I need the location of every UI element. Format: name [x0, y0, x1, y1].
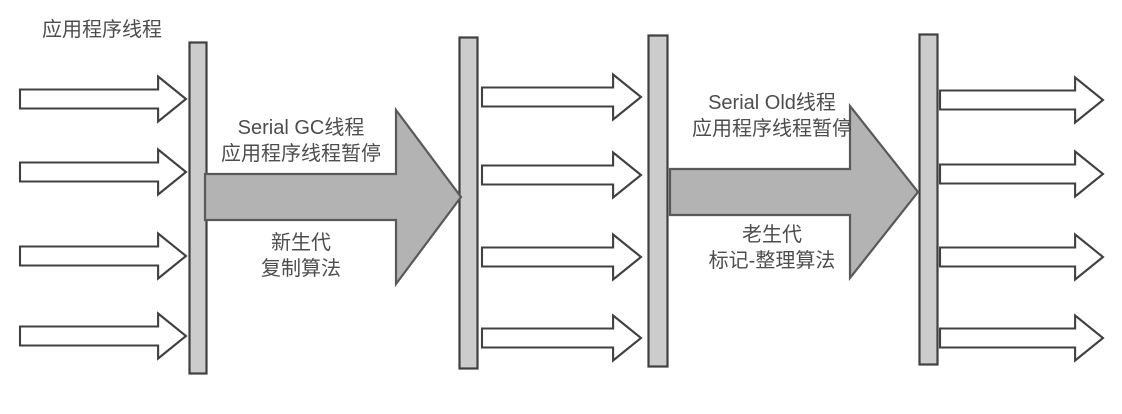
app-thread-arrow-middle-2	[480, 150, 643, 200]
app-thread-arrow-right-1	[938, 75, 1105, 125]
serial-young-gc-algo-line1: 新生代	[271, 232, 331, 254]
app-thread-arrow-middle-3	[480, 232, 643, 282]
app-thread-arrow-middle-4	[480, 313, 643, 363]
app-thread-arrow-left-2	[18, 147, 188, 197]
gc-arrows-group	[203, 102, 920, 288]
serial-old-gc-algo-line1: 老生代	[741, 224, 802, 246]
safepoint-bar-2	[458, 36, 479, 370]
app-thread-arrow-right-3	[938, 232, 1105, 282]
safepoint-bars-group	[188, 33, 939, 375]
serial-young-gc-phase-top-label: Serial GC线程 应用程序线程暂停	[221, 115, 381, 167]
app-thread-arrows-group	[18, 72, 1105, 363]
serial-young-gc-thread-line1: Serial GC线程	[237, 117, 365, 139]
serial-old-gc-thread-line2: 应用程序线程暂停	[692, 118, 852, 140]
serial-old-gc-phase-bottom-label: 老生代 标记-整理算法	[709, 222, 836, 274]
serial-young-gc-algo-line2: 复制算法	[261, 258, 341, 280]
safepoint-bar-4	[918, 33, 939, 366]
app-thread-arrow-left-3	[18, 231, 188, 281]
serial-old-gc-algo-line2: 标记-整理算法	[708, 250, 836, 272]
serial-old-gc-phase-top-label: Serial Old线程 应用程序线程暂停	[692, 90, 852, 142]
safepoint-bar-3	[647, 34, 669, 368]
app-thread-arrow-right-4	[938, 313, 1105, 363]
app-thread-arrow-right-2	[938, 149, 1105, 199]
serial-young-gc-thread-line2: 应用程序线程暂停	[221, 143, 381, 165]
app-thread-arrow-left-4	[18, 311, 188, 361]
app-thread-title-label: 应用程序线程	[42, 19, 162, 41]
serial-old-gc-thread-line1: Serial Old线程	[708, 92, 836, 114]
app-thread-arrow-left-1	[18, 74, 188, 124]
serial-old-gc-phase-arrow	[668, 102, 920, 282]
app-thread-arrow-middle-1	[480, 72, 643, 122]
serial-young-gc-phase-bottom-label: 新生代 复制算法	[261, 230, 341, 282]
serial-young-gc-phase-arrow	[203, 106, 463, 288]
